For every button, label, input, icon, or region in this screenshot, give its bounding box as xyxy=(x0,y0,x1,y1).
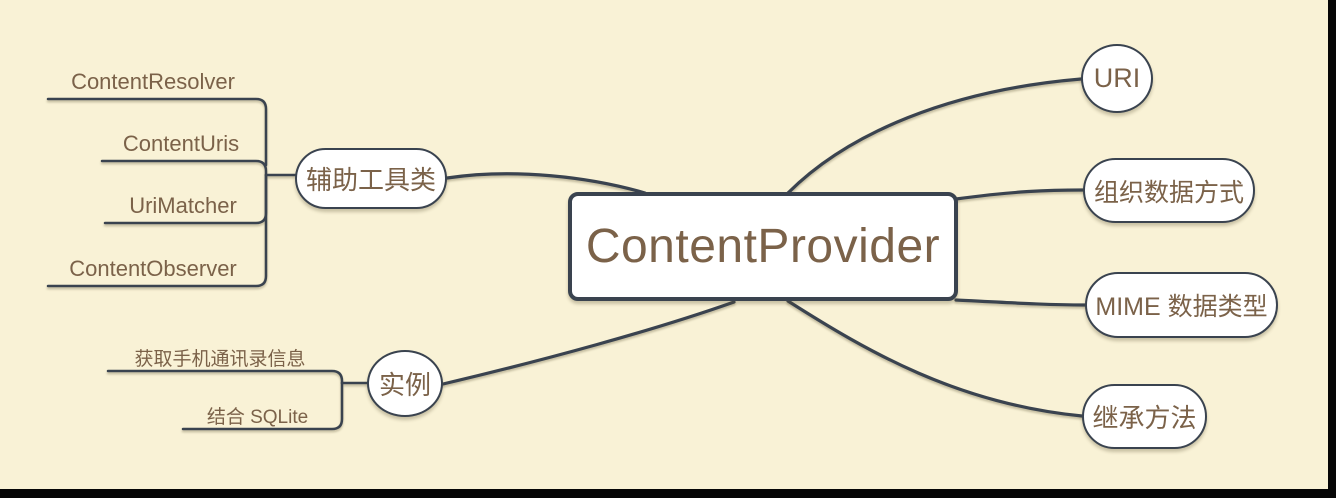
branch-inherit-methods[interactable]: 继承方法 xyxy=(1082,384,1207,449)
branch-curve-helper-tools xyxy=(445,172,647,195)
screen-edge-right xyxy=(1328,0,1336,498)
branch-mime-type[interactable]: MIME 数据类型 xyxy=(1085,272,1278,338)
branch-curve-organize xyxy=(954,188,1085,201)
branch-curve-mime xyxy=(954,298,1087,307)
branch-helper-tools[interactable]: 辅助工具类 xyxy=(295,148,447,209)
branch-mime-type-label: MIME 数据类型 xyxy=(1095,293,1268,321)
branch-uri[interactable]: URI xyxy=(1081,44,1153,113)
branch-organize-data[interactable]: 组织数据方式 xyxy=(1083,158,1255,223)
leaf-urimatcher[interactable]: UriMatcher xyxy=(129,193,237,218)
leaf-line-contacts xyxy=(106,369,344,385)
branch-curve-inherit xyxy=(786,299,1084,418)
branch-inherit-methods-label: 继承方法 xyxy=(1092,403,1197,433)
leaf-sqlite[interactable]: 结合 SQLite xyxy=(206,407,309,428)
leaf-contenturis[interactable]: ContentUris xyxy=(122,131,240,156)
branch-uri-label: URI xyxy=(1093,63,1141,93)
leaf-contentobserver[interactable]: ContentObserver xyxy=(69,256,237,281)
leaf-line-sqlite xyxy=(181,381,344,431)
branch-example-label: 实例 xyxy=(378,370,431,400)
leaf-contacts-info[interactable]: 获取手机通讯录信息 xyxy=(134,349,306,370)
central-topic-label: ContentProvider xyxy=(585,220,941,273)
leaf-contentresolver[interactable]: ContentResolver xyxy=(71,69,235,94)
branch-curve-example xyxy=(441,300,736,386)
branch-example[interactable]: 实例 xyxy=(367,350,443,417)
central-topic[interactable]: ContentProvider xyxy=(568,192,958,301)
leaf-line-contentresolver xyxy=(46,97,268,167)
branch-helper-tools-label: 辅助工具类 xyxy=(305,165,436,195)
branch-curve-uri xyxy=(786,77,1083,195)
leaf-line-contentobserver xyxy=(46,173,268,288)
branch-organize-data-label: 组织数据方式 xyxy=(1093,178,1244,207)
leaf-line-contenturis xyxy=(100,159,268,177)
screen-edge-bottom xyxy=(0,489,1336,498)
